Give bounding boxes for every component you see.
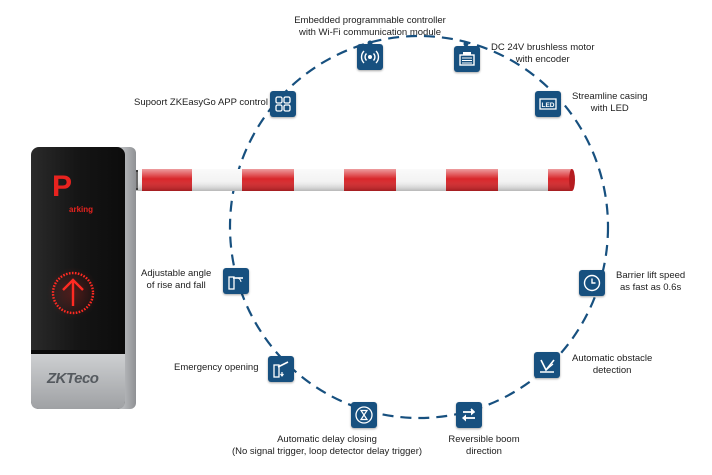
feature-angle-label: Adjustable angle of rise and fall [141, 268, 212, 291]
feature-wifi-label: Embedded programmable controller with Wi… [294, 15, 446, 38]
obstacle-detection-icon [534, 352, 560, 378]
feature-app-label: Supoort ZKEasyGo APP control [134, 97, 268, 108]
barrier-boom [128, 169, 575, 191]
app-grid-icon [270, 91, 296, 117]
svg-text:LED: LED [542, 102, 555, 109]
clock-icon [579, 270, 605, 296]
direction-arrow-icon [51, 271, 95, 315]
parking-letter: P [52, 170, 73, 203]
led-icon: LED [535, 91, 561, 117]
feature-motor-label: DC 24V brushless motor with encoder [491, 42, 595, 65]
parking-sign: P [52, 172, 72, 202]
feature-delay-label: Automatic delay closing (No signal trigg… [231, 434, 423, 457]
feature-emergency-label: Emergency opening [174, 362, 259, 373]
motor-icon [454, 46, 480, 72]
hourglass-icon [351, 402, 377, 428]
feature-obstacle-label: Automatic obstacle detection [572, 353, 653, 376]
feature-reverse-label: Reversible boom direction [448, 434, 520, 457]
barrier-angle-icon [223, 268, 249, 294]
feature-ring [228, 34, 610, 420]
feature-speed-label: Barrier lift speed as fast as 0.6s [616, 270, 686, 293]
reverse-arrows-icon [456, 402, 482, 428]
barrier-cabinet [31, 147, 136, 409]
feature-led-label: Streamline casing with LED [572, 91, 648, 114]
brand-logo: ZKTeco [47, 370, 99, 387]
wifi-signal-icon [357, 44, 383, 70]
barrier-open-icon [268, 356, 294, 382]
parking-word: arking [69, 205, 94, 214]
